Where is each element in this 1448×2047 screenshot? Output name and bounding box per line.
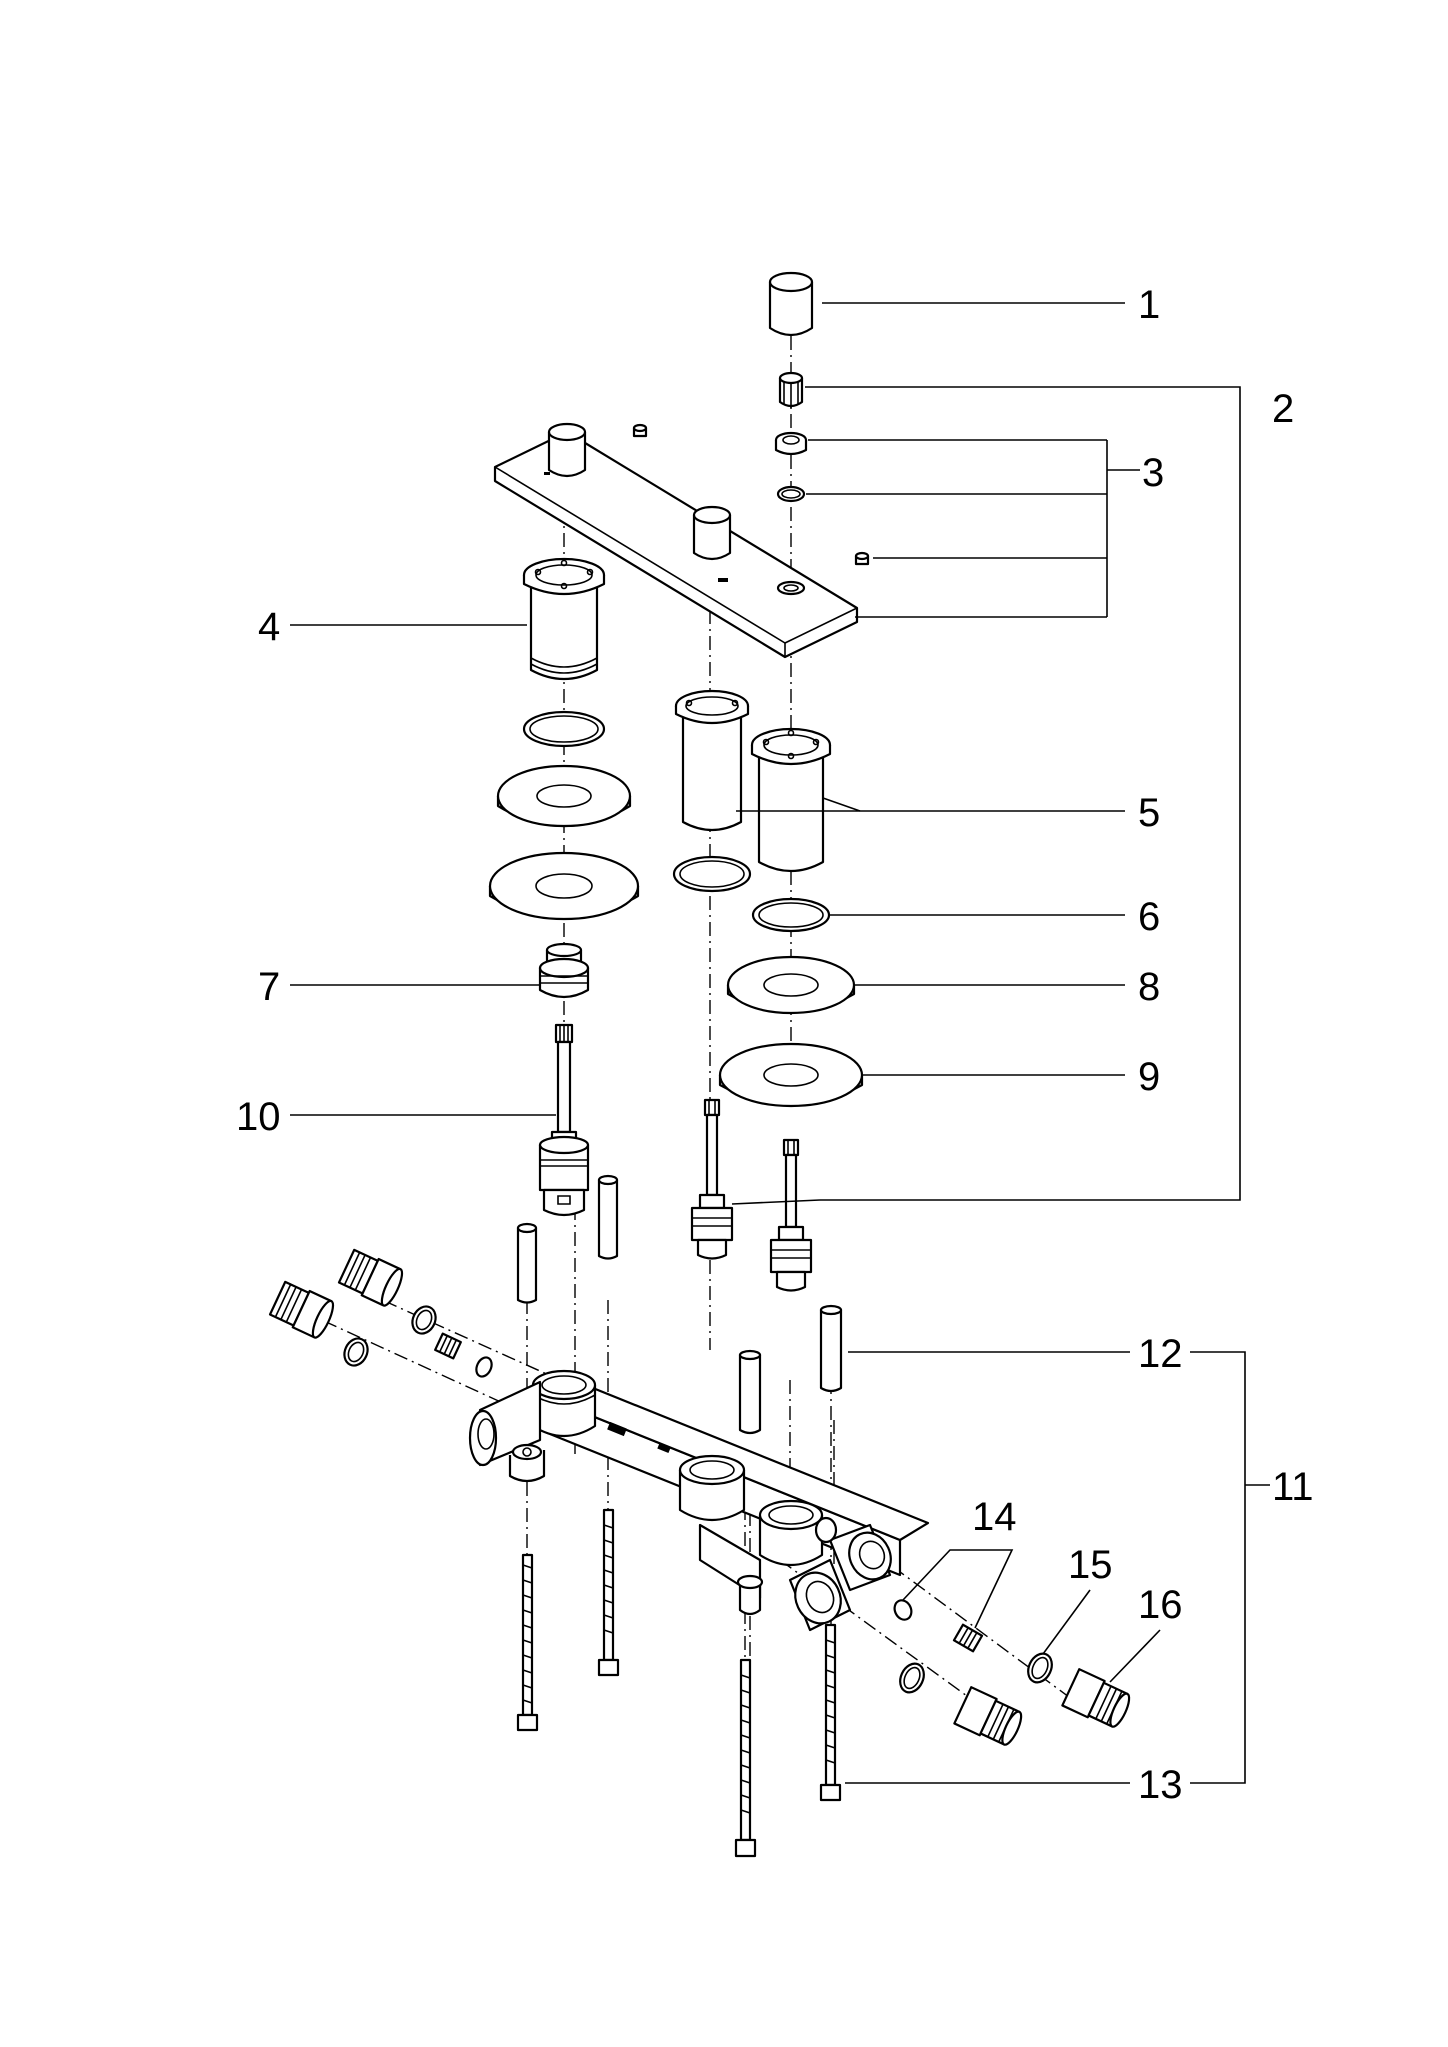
callout-4: 4 [258,605,280,649]
callout-8: 8 [1138,965,1160,1009]
part-4-left-sleeve [522,557,606,680]
callout-labels: 1 2 3 4 5 6 7 8 9 10 11 12 13 14 15 16 [236,283,1314,1807]
callout-10: 10 [236,1095,281,1139]
part-11-valve-body [468,1369,930,1632]
right-valve-cartridge [769,1138,813,1292]
left-seal-ring [522,710,606,748]
callout-9: 9 [1138,1055,1160,1099]
part-15-o-ring [899,1652,1053,1694]
part-16-threaded-nipples [953,1668,1131,1746]
part-3-bushing [774,431,808,503]
part-8-washer [726,955,856,1015]
left-washer-upper [496,764,632,828]
callout-16: 16 [1138,1583,1183,1627]
part-3-cover-plate [493,422,870,659]
callout-6: 6 [1138,895,1160,939]
part-13-mounting-bolts [516,1508,842,1858]
part-5-right-sleeve [750,727,832,872]
part-6-o-ring [751,897,831,933]
part-12-guide-pins [516,1174,843,1435]
callout-13: 13 [1138,1763,1183,1807]
callout-5: 5 [1138,791,1160,835]
part-2-spline-adapter [778,371,804,408]
part-5-middle-sleeve [674,689,750,832]
callout-2: 2 [1272,387,1294,431]
left-threaded-nipples [268,1248,493,1378]
callout-1: 1 [1138,283,1160,327]
part-7-threaded-nut [538,942,590,999]
leader-lines [290,302,1270,1784]
middle-valve-cartridge [690,1098,734,1260]
callout-14: 14 [972,1495,1017,1539]
part-10-valve-cartridge [538,1023,590,1217]
callout-12: 12 [1138,1332,1183,1376]
left-washer-lower [488,851,640,921]
middle-seal-ring [672,855,752,893]
callout-11: 11 [1272,1465,1314,1509]
part-14-seal-and-insert [893,1599,984,1653]
part-9-rosette-washer [718,1042,864,1108]
part-1-handle-cap [768,271,814,337]
callout-15: 15 [1068,1543,1113,1587]
callout-7: 7 [258,965,280,1009]
callout-3: 3 [1142,451,1164,495]
